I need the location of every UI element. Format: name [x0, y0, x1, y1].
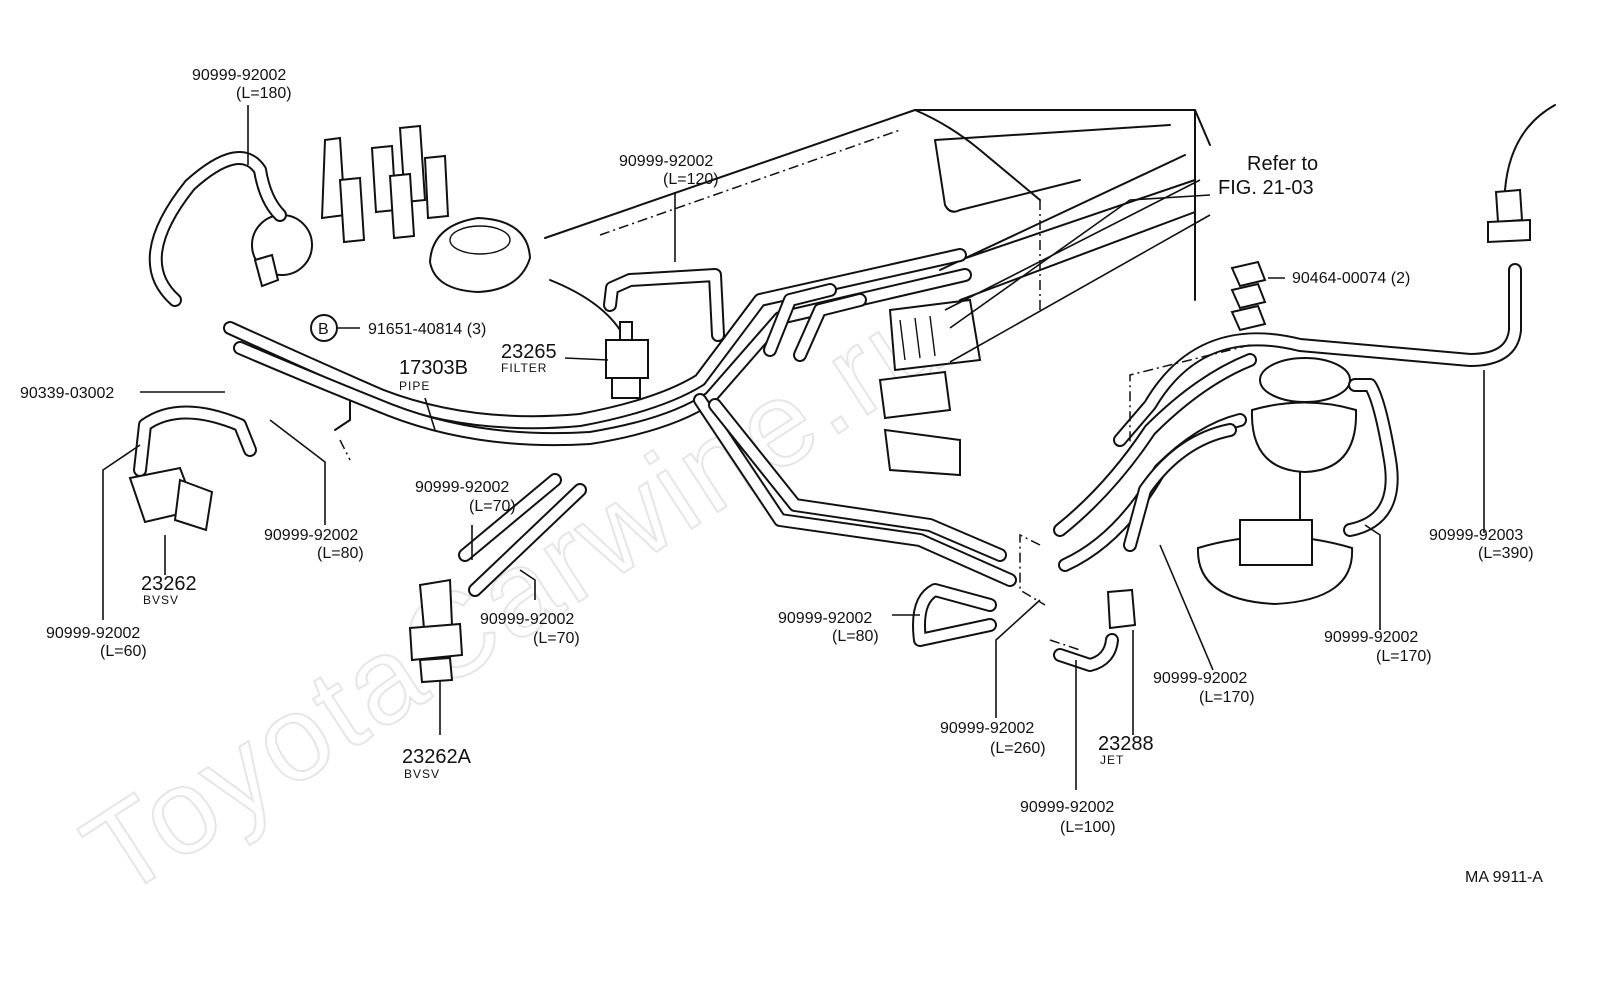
- label-clamp-90464: 90464-00074 (2): [1292, 270, 1410, 287]
- label-hose-100-len: (L=100): [1060, 819, 1116, 836]
- label-vsv-90339: 90339-03002: [20, 385, 114, 402]
- label-hose-70-bottom-part: 90999-92002: [480, 611, 574, 628]
- label-hose-120-part: 90999-92002: [619, 153, 713, 170]
- reference-dash-lines: [1019, 344, 1251, 651]
- label-hose-120-len: (L=120): [663, 171, 719, 188]
- sensor-top-right: [1487, 104, 1556, 244]
- jet-23288-part: [1106, 588, 1137, 630]
- label-hose-70-bottom-len: (L=70): [533, 630, 580, 647]
- label-hose-80-left-len: (L=80): [317, 545, 364, 562]
- label-hose-170-mid-len: (L=170): [1199, 689, 1255, 706]
- label-hose-260-len: (L=260): [990, 740, 1046, 757]
- label-bvsv-23262-sub: BVSV: [143, 593, 179, 607]
- label-hose-80-mid-len: (L=80): [832, 628, 879, 645]
- vacuum-actuator-right: [1196, 357, 1358, 606]
- label-drawing-id: MA 9911-A: [1465, 869, 1543, 886]
- filter-23265-part: [605, 321, 649, 399]
- leader-lines: [102, 105, 1485, 790]
- label-hose-70-top-len: (L=70): [469, 498, 516, 515]
- label-hose-180-part: 90999-92002: [192, 67, 286, 84]
- label-filter-sub: FILTER: [501, 361, 547, 375]
- label-hose-80-mid-part: 90999-92002: [778, 610, 872, 627]
- bvsv-23262-part: [128, 466, 214, 532]
- label-hose-170-mid-part: 90999-92002: [1153, 670, 1247, 687]
- hoses: [133, 151, 1522, 672]
- distributor: [251, 124, 450, 288]
- oil-filler-cap: [428, 216, 532, 294]
- label-pipe-part: 17303B: [399, 357, 468, 379]
- label-bvsv-23262a-part: 23262A: [402, 746, 472, 768]
- label-filter-part: 23265: [501, 341, 557, 363]
- label-hose-60-part: 90999-92002: [46, 625, 140, 642]
- label-pipe-sub: PIPE: [399, 379, 430, 393]
- label-clip-91651: 91651-40814 (3): [368, 321, 486, 338]
- fuel-tank-solenoid: [878, 298, 982, 477]
- pipe-bundle-17303b: [223, 248, 1017, 587]
- label-hose-180-len: (L=180): [236, 85, 292, 102]
- label-hose-80-left-part: 90999-92002: [264, 527, 358, 544]
- label-hose-260-part: 90999-92002: [940, 720, 1034, 737]
- label-hose-390-part: 90999-92003: [1429, 527, 1523, 544]
- label-jet-part: 23288: [1098, 733, 1154, 755]
- clamp-90464-part: [1230, 260, 1267, 332]
- callout-labels: 90999-92002 (L=180) 90999-92002 (L=120) …: [20, 67, 1543, 886]
- label-hose-170-right-len: (L=170): [1376, 648, 1432, 665]
- engine-outline: [329, 109, 1211, 461]
- label-bvsv-23262-part: 23262: [141, 573, 197, 595]
- label-refer-line1: Refer to: [1247, 153, 1318, 175]
- label-jet-sub: JET: [1100, 753, 1124, 767]
- label-hose-100-part: 90999-92002: [1020, 799, 1114, 816]
- label-hose-60-len: (L=60): [100, 643, 147, 660]
- label-hose-70-top-part: 90999-92002: [415, 479, 509, 496]
- label-bvsv-23262a-sub: BVSV: [404, 767, 440, 781]
- label-hose-170-right-part: 90999-92002: [1324, 629, 1418, 646]
- clip-badge-circle: [310, 314, 338, 342]
- label-clip-badge: B: [318, 321, 329, 338]
- label-refer-line2: FIG. 21-03: [1218, 177, 1314, 199]
- bvsv-23262a-part: [408, 578, 464, 684]
- label-hose-390-len: (L=390): [1478, 545, 1534, 562]
